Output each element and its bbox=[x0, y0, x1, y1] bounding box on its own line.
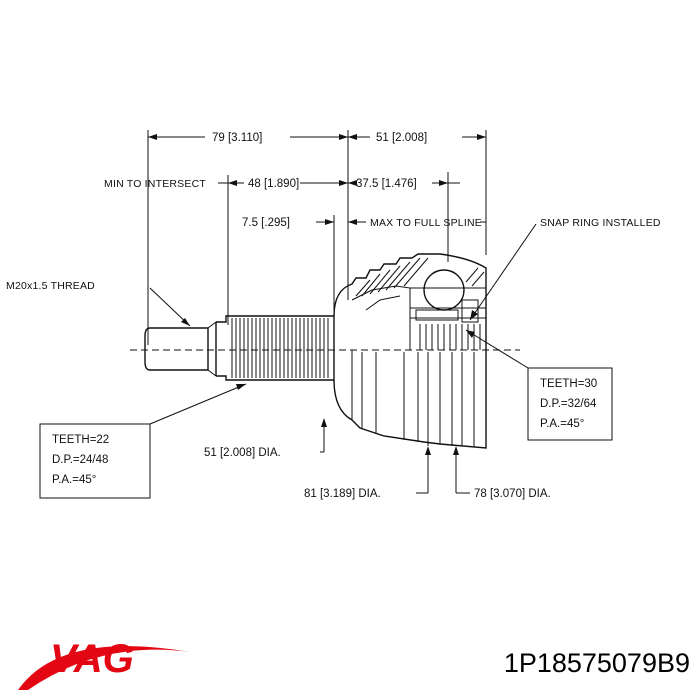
inner-spline-teeth: TEETH=30 bbox=[540, 378, 597, 390]
shaft bbox=[130, 315, 520, 381]
inner-spline-dp: D.P.=32/64 bbox=[540, 398, 597, 410]
min-to-intersect-label: MIN TO INTERSECT bbox=[104, 178, 206, 190]
overall-length-label: 79 [3.110] bbox=[212, 132, 262, 144]
part-number: 1P18575079B9 bbox=[504, 648, 690, 678]
dimension-lines bbox=[147, 130, 487, 345]
outer-spline-box: TEETH=22 D.P.=24/48 P.A.=45° bbox=[39, 423, 151, 499]
vag-logo: VAG bbox=[18, 637, 190, 690]
cv-housing bbox=[333, 253, 487, 449]
dia-81-label: 81 [3.189] DIA. bbox=[304, 488, 381, 500]
leader-lines bbox=[149, 223, 537, 494]
dia-78-label: 78 [3.070] DIA. bbox=[474, 488, 551, 500]
logo-text: VAG bbox=[50, 637, 134, 681]
snap-ring-label: SNAP RING INSTALLED bbox=[540, 217, 661, 229]
inner-spline-pa: P.A.=45° bbox=[540, 418, 584, 430]
housing-length-label: 51 [2.008] bbox=[376, 132, 427, 144]
thread-label: M20x1.5 THREAD bbox=[6, 280, 95, 292]
max-to-full-spline-label: MAX TO FULL SPLINE bbox=[370, 217, 482, 229]
logo-swoosh bbox=[18, 646, 190, 690]
shaft-spline-hatching bbox=[231, 318, 329, 378]
min-to-intersect-value: 48 [1.890] bbox=[248, 178, 299, 190]
dia-51-label: 51 [2.008] DIA. bbox=[204, 447, 281, 459]
outer-spline-teeth: TEETH=22 bbox=[52, 434, 109, 446]
outer-spline-dp: D.P.=24/48 bbox=[52, 454, 108, 466]
inner-race-hatching bbox=[419, 324, 481, 350]
inner-spline-box: TEETH=30 D.P.=32/64 P.A.=45° bbox=[527, 367, 613, 441]
intersect-value: 37.5 [1.476] bbox=[356, 178, 417, 190]
spline-offset-label: 7.5 [.295] bbox=[242, 217, 290, 229]
outer-spline-pa: P.A.=45° bbox=[52, 474, 96, 486]
housing-section-hatching bbox=[355, 257, 485, 297]
